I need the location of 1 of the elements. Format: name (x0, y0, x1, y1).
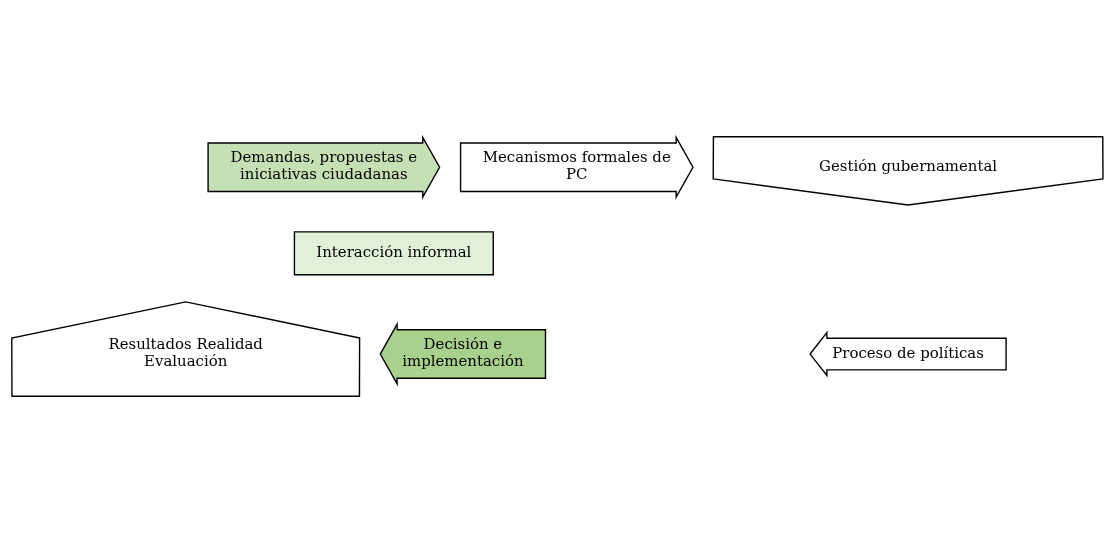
node-box: Interacción informal (293, 230, 494, 275)
